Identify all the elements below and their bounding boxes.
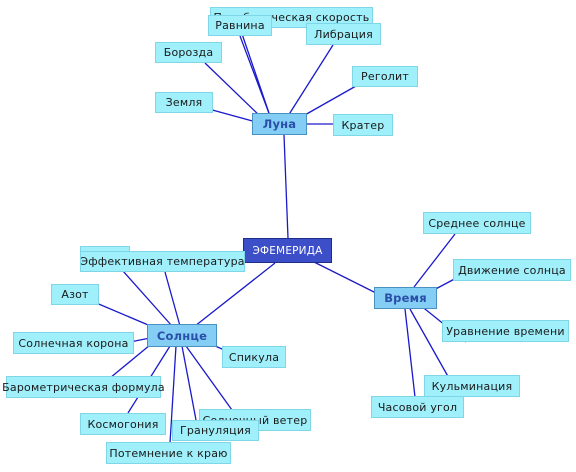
connector-line [239, 35, 271, 117]
hub-node-solnce[interactable]: Солнце [147, 324, 217, 347]
hub-node-luna[interactable]: Луна [252, 113, 307, 135]
leaf-node-furrow[interactable]: Борозда [155, 42, 222, 63]
connector-line [185, 345, 233, 411]
leaf-node-spicule[interactable]: Спикула [222, 346, 286, 368]
connector-line [283, 134, 289, 239]
connector-line [204, 107, 257, 123]
leaf-node-cosmogony[interactable]: Космогония [80, 413, 166, 435]
hub-node-vremya[interactable]: Время [374, 287, 437, 309]
connector-line [409, 308, 451, 381]
connector-line [181, 345, 197, 421]
leaf-node-earth[interactable]: Земля [155, 92, 213, 113]
connector-line [169, 345, 177, 444]
leaf-node-sun-motion[interactable]: Движение солнца [453, 259, 571, 281]
leaf-node-equation-of-time[interactable]: Уравнение времени [442, 320, 569, 342]
connector-line [204, 62, 263, 119]
leaf-node-hour-angle[interactable]: Часовой угол [371, 396, 464, 418]
leaf-node-nitrogen[interactable]: Азот [51, 284, 99, 305]
connector-line [287, 44, 334, 117]
connector-line [404, 308, 416, 398]
connector-line [413, 233, 456, 288]
leaf-node-plain[interactable]: Равнина [208, 15, 272, 36]
root-node[interactable]: ЭФЕМЕРИДА [243, 238, 332, 263]
leaf-node-culmination[interactable]: Кульминация [424, 375, 520, 397]
leaf-node-barometric-formula[interactable]: Барометрическая формула [2, 376, 165, 398]
connector-line [114, 261, 173, 327]
leaf-node-granulation[interactable]: Грануляция [172, 420, 259, 441]
leaf-node-libration[interactable]: Либрация [306, 23, 381, 45]
leaf-node-solar-corona[interactable]: Солнечная корона [13, 332, 134, 354]
connector-line [194, 262, 276, 327]
leaf-node-crater[interactable]: Кратер [333, 114, 393, 136]
leaf-node-limb-darkening[interactable]: Потемнение к краю [106, 442, 231, 464]
connector-line [109, 344, 151, 379]
leaf-node-effective-temperature[interactable]: Эффективная температура [80, 251, 245, 272]
leaf-node-mean-sun[interactable]: Среднее солнце [423, 212, 531, 234]
connector-line [164, 271, 181, 327]
leaf-node-regolith[interactable]: Реголит [352, 66, 418, 87]
